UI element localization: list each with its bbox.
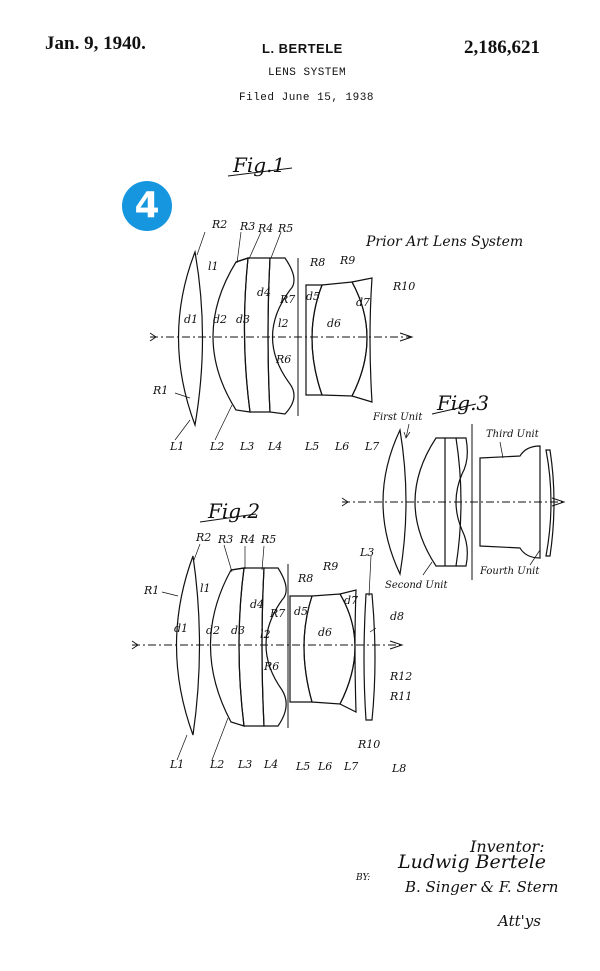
fig2-lens-L1 <box>175 555 201 736</box>
fig1-lens-L7 <box>351 277 373 403</box>
fig1-label-d7: d7 <box>356 296 370 309</box>
fig1-label-L3: L3 <box>239 440 254 453</box>
fig2-label-R6: R6 <box>263 660 279 673</box>
patent-date: Jan. 9, 1940. <box>45 33 146 54</box>
fig1-lens-L3 <box>243 257 271 413</box>
fig2-label-d8: d8 <box>390 610 404 623</box>
fig1-label-d4: d4 <box>257 286 271 299</box>
fig1-label-R2: R2 <box>211 218 227 231</box>
filed-date: Filed June 15, 1938 <box>239 92 374 104</box>
fig2-label-d1: d1 <box>174 622 188 635</box>
fig2-label-l2: l2 <box>260 628 271 641</box>
fig1-label-R5: R5 <box>277 222 293 235</box>
fig1-label-L7: L7 <box>364 440 379 453</box>
fig1-label-R1: R1 <box>152 384 168 397</box>
fig2-label-L7: L7 <box>343 760 358 773</box>
fig2-lens-L8 <box>363 593 376 721</box>
fig1-label-R7: R7 <box>279 293 295 306</box>
fig1-label-R9: R9 <box>339 254 355 267</box>
fig1-label-d2: d2 <box>213 313 227 326</box>
fig1-caption: Prior Art Lens System <box>365 234 523 250</box>
fig2-label-L6: L6 <box>317 760 332 773</box>
figure-number-badge: 4 <box>122 181 172 231</box>
fig1-label-L5: L5 <box>304 440 319 453</box>
figure-2: Fig.2 R2 R3 R4 R5 L3 R8 R9 <box>131 499 412 775</box>
fig3-third-unit-lens <box>479 445 541 559</box>
fig2-label-d4: d4 <box>250 598 264 611</box>
attorneys-signature: B. Singer & F. Stern <box>404 878 558 896</box>
patent-title: LENS SYSTEM <box>268 67 347 79</box>
fig2-label-R1: R1 <box>143 584 159 597</box>
fig1-label-l2: l2 <box>278 317 289 330</box>
fig2-label-R12: R12 <box>389 670 412 683</box>
fig2-lens-L3 <box>238 567 265 727</box>
fig2-label-d6: d6 <box>318 626 332 639</box>
fig2-label-R8: R8 <box>297 572 313 585</box>
fig2-label-L2: L2 <box>209 758 224 771</box>
fig1-label-d1: d1 <box>184 313 198 326</box>
fig1-label-L4: L4 <box>267 440 282 453</box>
patent-number: 2,186,621 <box>464 37 540 58</box>
signature-block: Inventor: Ludwig Bertele BY: B. Singer &… <box>355 837 558 930</box>
fig3-second-unit: Second Unit <box>385 580 448 591</box>
fig2-label-d7: d7 <box>344 594 358 607</box>
fig3-third-unit: Third Unit <box>486 429 540 440</box>
fig1-title: Fig.1 <box>232 153 285 177</box>
fig3-second-unit-lens <box>414 437 462 567</box>
fig2-label-L3: L3 <box>237 758 252 771</box>
fig2-label-d3: d3 <box>231 624 245 637</box>
fig2-label-L4: L4 <box>263 758 278 771</box>
fig2-label-L1: L1 <box>169 758 184 771</box>
fig2-label-l1: l1 <box>200 582 211 595</box>
fig1-label-L1: L1 <box>169 440 184 453</box>
fig3-fourth-unit-lens <box>545 449 555 557</box>
fig3-first-unit: First Unit <box>372 412 423 423</box>
figure-3: Fig.3 First Unit Third Unit Second Unit … <box>341 391 566 591</box>
fig1-label-R8: R8 <box>309 256 325 269</box>
fig3-first-unit-lens <box>382 428 407 576</box>
fig1-lens-L4 <box>267 257 295 415</box>
inventor-signature: Ludwig Bertele <box>397 851 546 873</box>
fig1-label-d6: d6 <box>327 317 341 330</box>
fig2-label-R5: R5 <box>260 533 276 546</box>
inventor-label: Inventor: <box>469 837 545 856</box>
fig2-label-L5: L5 <box>295 760 310 773</box>
fig1-label-R6: R6 <box>275 353 291 366</box>
fig1-lens-L1 <box>177 249 204 428</box>
fig2-label-R9: R9 <box>322 560 338 573</box>
fig2-label-R3: R3 <box>217 533 233 546</box>
fig2-label-R4: R4 <box>239 533 255 546</box>
fig1-label-d5: d5 <box>306 290 320 303</box>
fig2-label-R2: R2 <box>195 531 211 544</box>
fig2-lens-L4 <box>261 567 287 727</box>
fig2-label-R11: R11 <box>389 690 412 703</box>
fig1-label-d3: d3 <box>236 313 250 326</box>
by-label: BY: <box>355 873 370 883</box>
fig1-label-L2: L2 <box>209 440 224 453</box>
fig2-lens-L7 <box>339 589 357 713</box>
fig1-label-R10: R10 <box>392 280 415 293</box>
fig1-label-R4: R4 <box>257 222 273 235</box>
fig2-label-d2: d2 <box>206 624 220 637</box>
fig2-label-R10: R10 <box>357 738 380 751</box>
figure-1: Fig.1 Prior Art Lens System R2 R3 <box>149 153 523 453</box>
fig1-label-l1: l1 <box>208 260 219 273</box>
fig2-label-R7: R7 <box>269 607 285 620</box>
fig1-label-L6: L6 <box>334 440 349 453</box>
inventor-name-header: L. BERTELE <box>262 41 343 56</box>
attys-label: Att'ys <box>496 912 541 930</box>
fig2-title: Fig.2 <box>207 499 260 523</box>
fig2-label-L3b: L3 <box>359 546 374 559</box>
fig2-label-d5: d5 <box>294 605 308 618</box>
fig3-fourth-unit: Fourth Unit <box>479 566 540 577</box>
fig2-label-L8: L8 <box>391 762 406 775</box>
fig1-label-R3: R3 <box>239 220 255 233</box>
